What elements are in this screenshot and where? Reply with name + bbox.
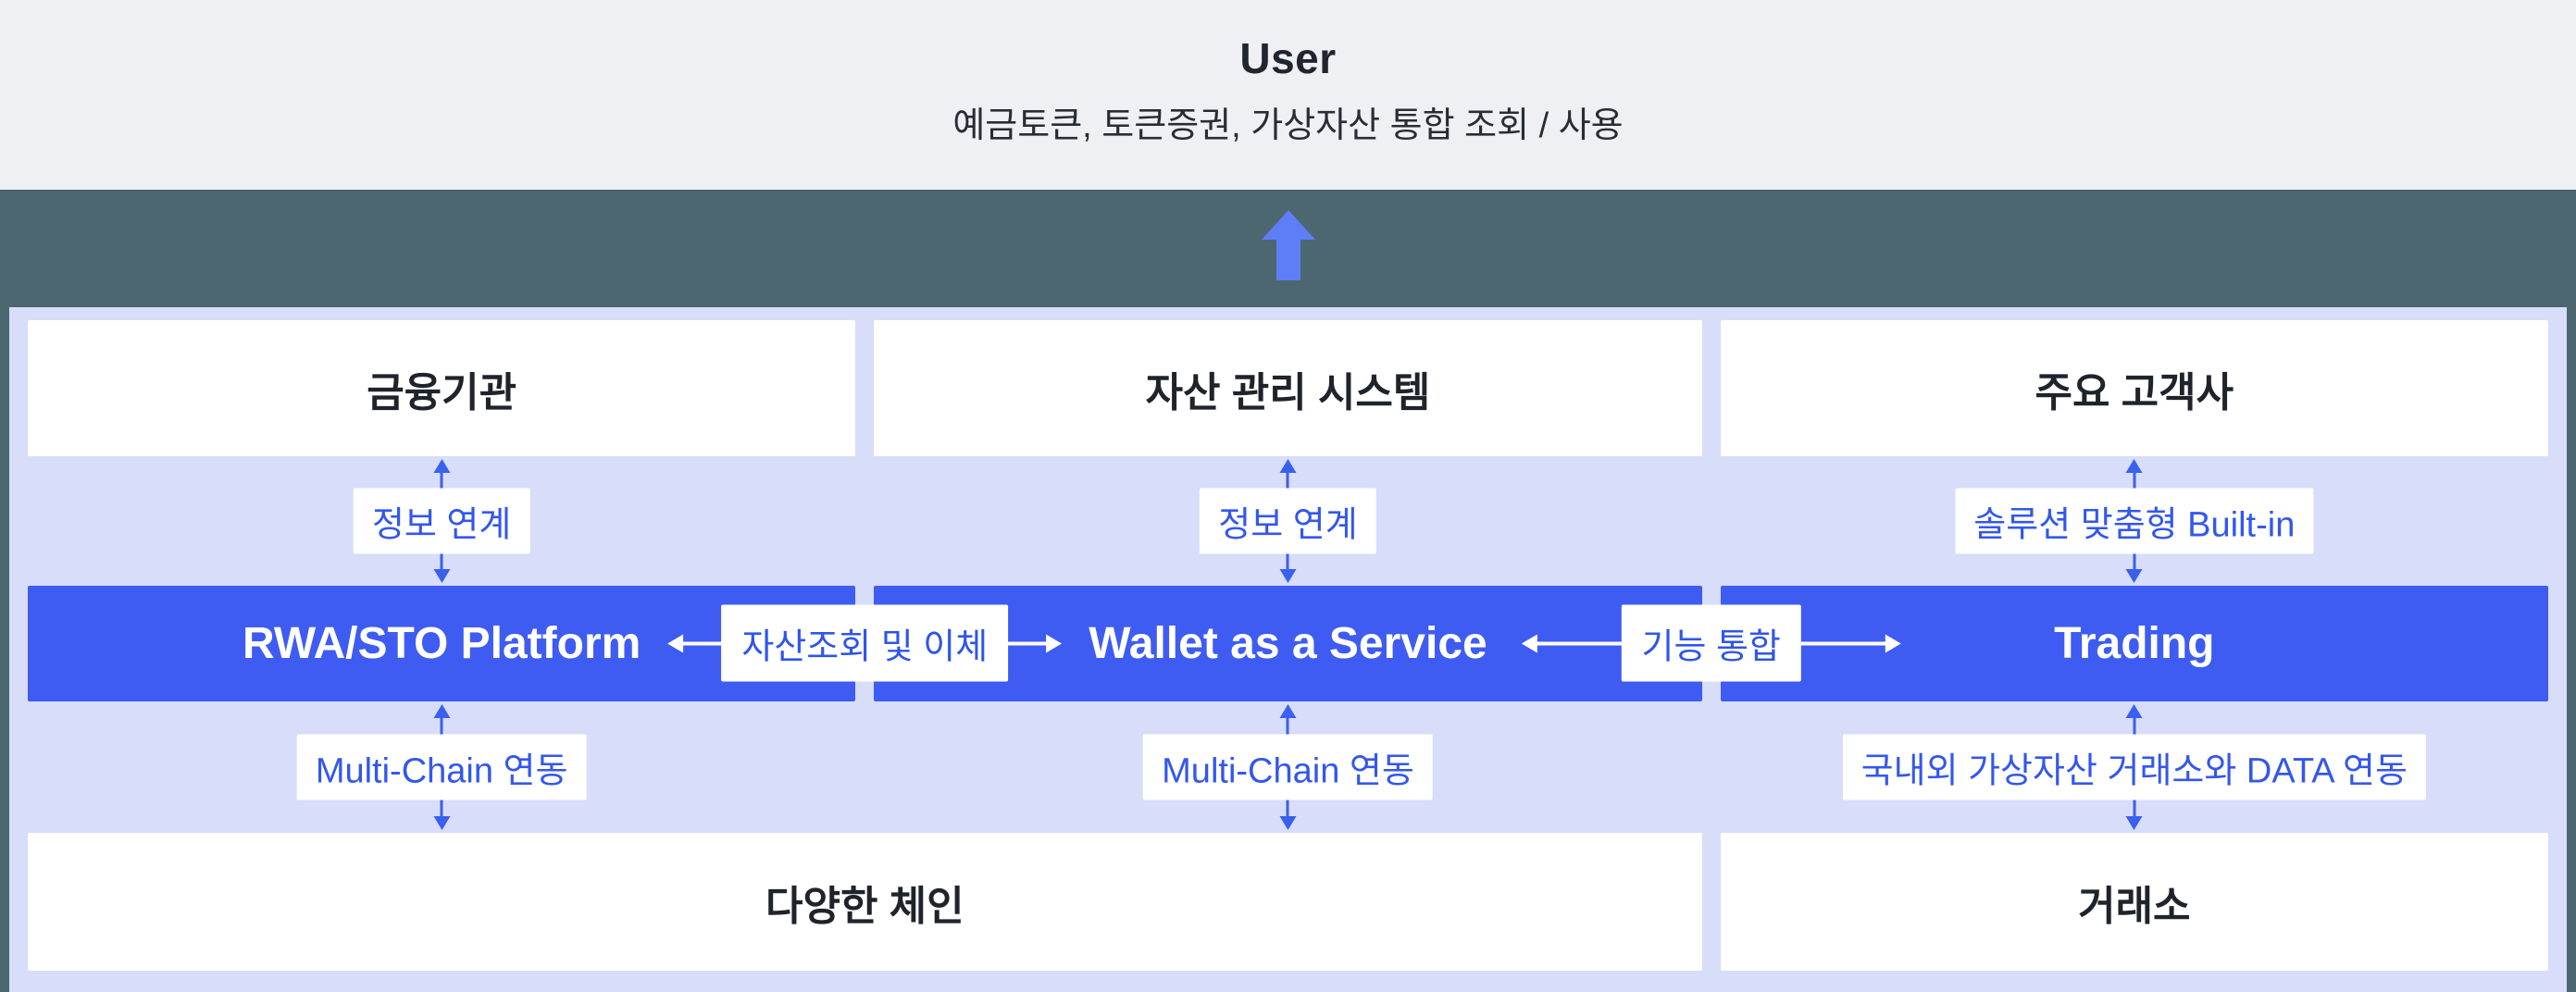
connector-info-link-1: 정보 연계 — [28, 456, 855, 586]
diagram-grid: 금융기관 자산 관리 시스템 주요 고객사 정보 연계 정보 연계 솔루션 맞춤… — [28, 320, 2548, 971]
up-arrow-icon — [1261, 210, 1315, 280]
connector-solution-builtin: 솔루션 맞춤형 Built-in — [1721, 456, 2548, 586]
connector-label-info-link-2: 정보 연계 — [1200, 488, 1376, 554]
box-wallet-as-a-service: Wallet as a Service — [874, 586, 1702, 701]
arrow-left-icon — [1536, 641, 1622, 645]
arrow-right-icon — [1800, 641, 1886, 645]
box-various-chains: 다양한 체인 — [28, 833, 1702, 971]
box-financial-institution: 금융기관 — [28, 320, 856, 456]
connector-label-solution-builtin: 솔루션 맞춤형 Built-in — [1955, 488, 2314, 554]
box-key-clients: 주요 고객사 — [1720, 320, 2548, 456]
connector-multichain-2: Multi-Chain 연동 — [874, 701, 1701, 833]
connector-label-info-link-1: 정보 연계 — [353, 488, 530, 554]
box-rwa-sto-platform: RWA/STO Platform — [28, 586, 856, 701]
connector-label-multichain-1: Multi-Chain 연동 — [296, 734, 587, 800]
user-subtitle: 예금토큰, 토큰증권, 가상자산 통합 조회 / 사용 — [952, 106, 1624, 145]
link-label-feature-integration: 기능 통합 — [1621, 604, 1801, 682]
box-asset-management-system: 자산 관리 시스템 — [874, 320, 1702, 456]
link-feature-integration: 기능 통합 — [1536, 604, 1886, 682]
connector-label-multichain-2: Multi-Chain 연동 — [1143, 734, 1433, 800]
arrow-left-icon — [682, 641, 722, 645]
up-arrow-head — [1261, 210, 1315, 240]
user-title: User — [1239, 34, 1337, 82]
up-arrow-stem — [1276, 240, 1300, 280]
connector-multichain-1: Multi-Chain 연동 — [28, 701, 855, 833]
architecture-panel: 금융기관 자산 관리 시스템 주요 고객사 정보 연계 정보 연계 솔루션 맞춤… — [9, 307, 2567, 992]
link-asset-inquiry-transfer: 자산조회 및 이체 — [682, 604, 1048, 682]
box-exchange: 거래소 — [1720, 833, 2548, 971]
connector-info-link-2: 정보 연계 — [874, 456, 1701, 586]
header: User 예금토큰, 토큰증권, 가상자산 통합 조회 / 사용 — [0, 0, 2576, 190]
diagram-stage: 금융기관 자산 관리 시스템 주요 고객사 정보 연계 정보 연계 솔루션 맞춤… — [0, 190, 2576, 992]
link-label-asset-inquiry-transfer: 자산조회 및 이체 — [721, 604, 1009, 682]
connector-exchange-data: 국내외 가상자산 거래소와 DATA 연동 — [1721, 701, 2548, 833]
arrow-right-icon — [1008, 641, 1048, 645]
connector-label-exchange-data: 국내외 가상자산 거래소와 DATA 연동 — [1842, 734, 2426, 800]
